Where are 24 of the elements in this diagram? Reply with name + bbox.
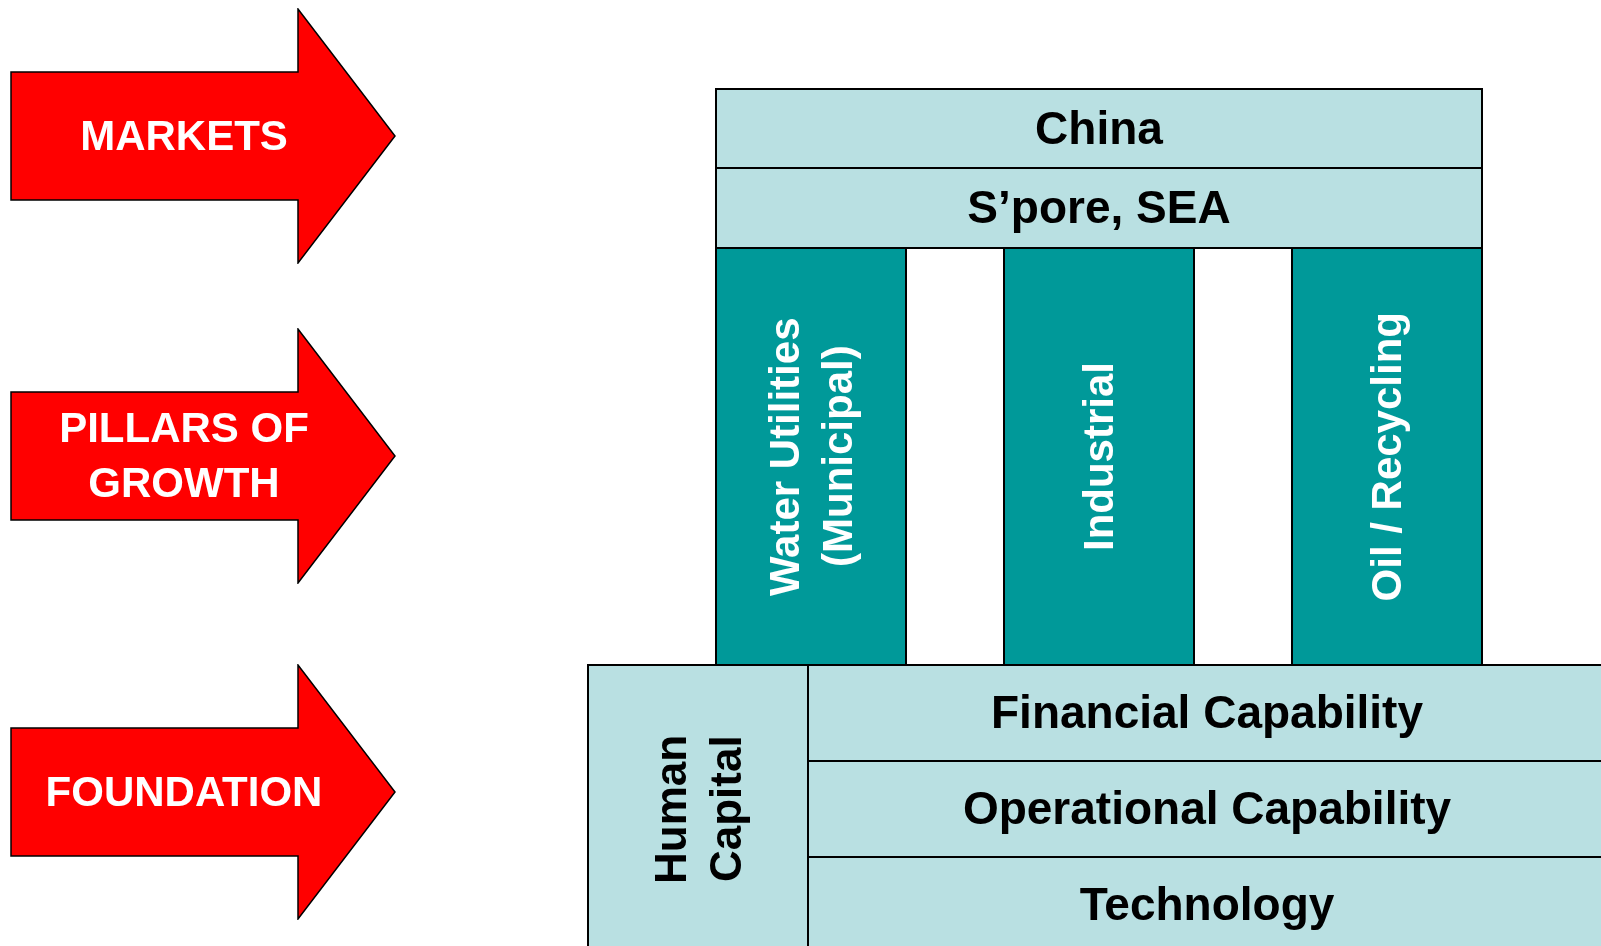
arrow-label: FOUNDATION — [44, 766, 324, 817]
arrow-shape — [10, 328, 396, 584]
market-band — [715, 167, 1483, 249]
foundation-band — [807, 760, 1601, 858]
arrow-shape — [10, 664, 396, 920]
pillar — [1291, 247, 1483, 666]
vertical-label: Industrial — [1073, 362, 1123, 551]
band-label: China — [1035, 100, 1163, 156]
vertical-label: Oil / Recycling — [1361, 311, 1411, 602]
band-label: S’pore, SEA — [967, 180, 1231, 236]
band-label: Financial Capability — [991, 685, 1423, 741]
vertical-label: Water Utilities (Municipal) — [759, 316, 862, 598]
arrow-label: PILLARS OF GROWTH — [58, 403, 310, 508]
arrow-label: MARKETS — [79, 110, 289, 161]
foundation-band — [807, 856, 1601, 946]
band-label: Technology — [1079, 877, 1335, 933]
pillar — [1003, 247, 1195, 666]
band-label: Operational Capability — [962, 781, 1452, 837]
pillar — [715, 247, 907, 666]
foundation-band — [807, 664, 1601, 762]
arrow-shape — [10, 8, 396, 264]
foundation-column — [587, 664, 809, 946]
vertical-label: Human Capital — [645, 733, 751, 886]
market-band — [715, 88, 1483, 169]
